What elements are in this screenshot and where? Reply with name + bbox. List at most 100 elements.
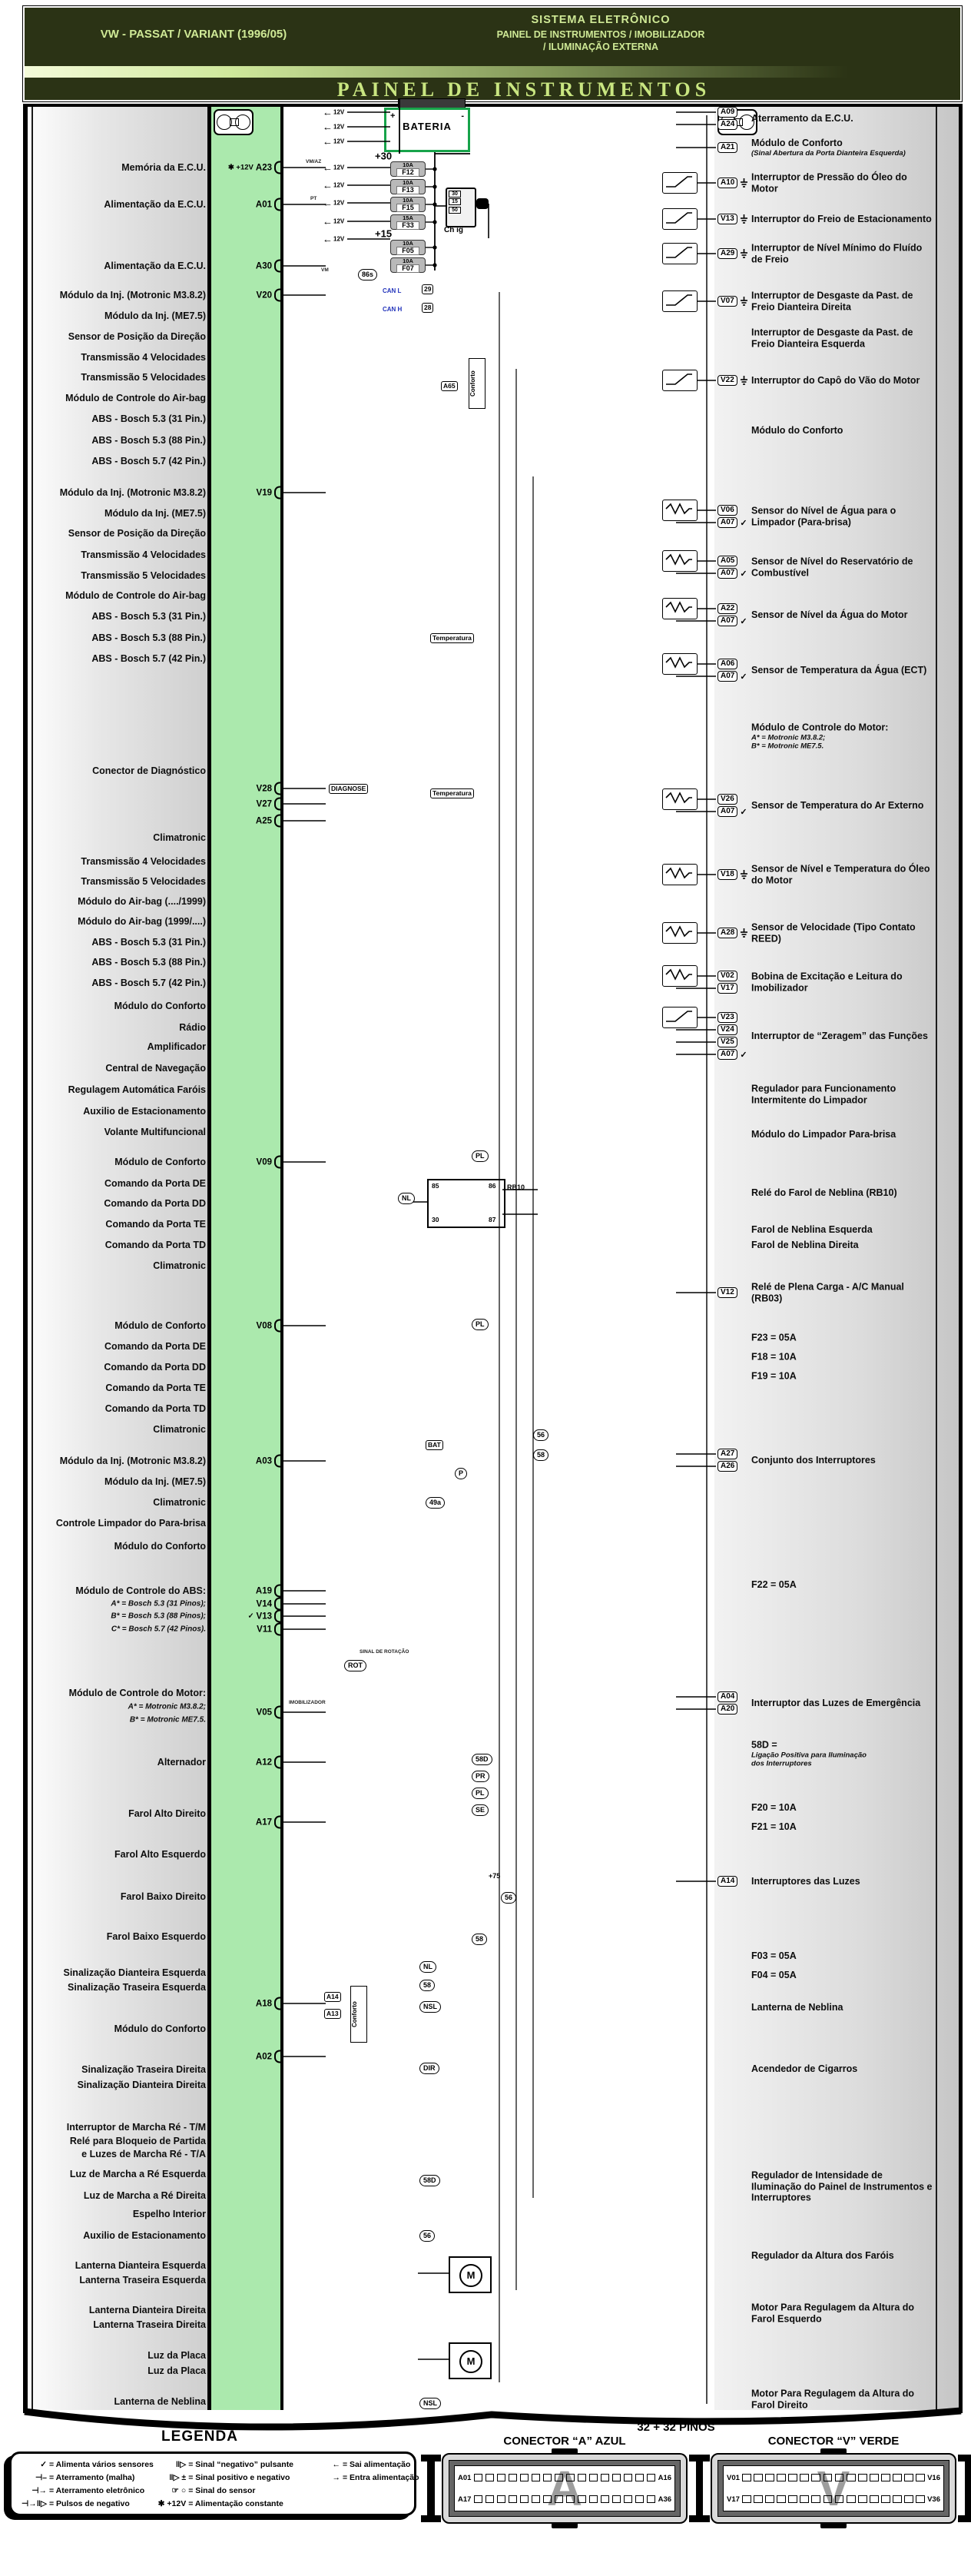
left-label: Comando da Porta TD (104, 1240, 206, 1250)
pin-row-end-label: A36 (658, 2495, 672, 2504)
connector-pin (635, 2474, 645, 2481)
left-label: Lanterna Dianteira Direita (88, 2305, 206, 2315)
connector-socket-icon (274, 1622, 280, 1636)
right-label: Sensor de Temperatura do Ar Externo (751, 800, 934, 812)
left-code-text: V05 (256, 1708, 272, 1717)
legend-text: = Aterramento (malha) (49, 2473, 135, 2482)
right-label: Interruptor de “Zeragem” das Funções (751, 1031, 934, 1042)
wire-tag: 56 (419, 2230, 436, 2242)
wire-color-label: VM/AZ (306, 159, 322, 164)
power-out-arrow: ←12V (323, 216, 344, 226)
left-label: ABS - Bosch 5.7 (42 Pin.) (91, 456, 206, 466)
page-title: PAINEL DE INSTRUMENTOS (336, 78, 711, 101)
sensor-symbol (662, 653, 698, 675)
connector-pin (508, 2495, 518, 2503)
connector-pin (800, 2495, 810, 2503)
right-label-text: Sensor de Temperatura da Água (ECT) (751, 664, 927, 676)
headlight-motor: M (449, 2342, 492, 2379)
right-label-text: Interruptor de Desgaste da Past. de Frei… (751, 290, 913, 313)
fuse-rating: 10A (403, 197, 413, 204)
left-code-text: V13 (256, 1612, 272, 1621)
right-label: Farol de Neblina Direita (751, 1240, 934, 1251)
connector-socket-icon (274, 1597, 280, 1611)
pin-row-start-label: V01 (727, 2473, 740, 2482)
right-label: Interruptor das Luzes de Emergência (751, 1698, 934, 1709)
battery-plus: + (390, 111, 396, 121)
right-label: Módulo do Limpador Para-brisa (751, 1129, 934, 1140)
left-label: Módulo da Inj. (ME7.5) (104, 508, 206, 519)
fuse-name: F12 (396, 168, 419, 177)
right-label: Módulo do Conforto (751, 425, 934, 437)
power-out-arrow: ←12V (323, 162, 344, 172)
left-label: ABS - Bosch 5.3 (31 Pin.) (91, 413, 206, 424)
left-label: Auxilio de Estacionamento (83, 2230, 206, 2241)
switch-symbol (662, 208, 698, 230)
right-label: Sensor de Nível do Reservatório de Combu… (751, 556, 934, 579)
connector-letter: V (817, 2465, 850, 2511)
right-label-text: F22 = 05A (751, 1578, 797, 1590)
pin-row: A17 A36 (458, 2494, 671, 2505)
connector-v-title: CONECTOR “V” VERDE (767, 2435, 900, 2448)
instrument-cluster-icon (214, 109, 254, 135)
right-label-text: Interruptor do Freio de Estacionamento (751, 213, 932, 224)
right-code-chip: A29 (717, 248, 748, 259)
connector-socket-icon (274, 1319, 280, 1333)
connector-pin (588, 2474, 598, 2481)
legend-item: ‖▷ ±= Sinal positivo e negativo (155, 2471, 310, 2485)
connector-pin (800, 2474, 810, 2481)
right-code-text: A21 (717, 142, 738, 153)
right-code-text: V26 (717, 794, 737, 805)
switch-symbol (662, 172, 698, 194)
connector-pin (473, 2474, 483, 2481)
right-code-text: A29 (717, 248, 738, 259)
right-label-text: Regulador para Funcionamento Intermitent… (751, 1083, 896, 1106)
connector-socket-icon (274, 288, 280, 302)
left-label: Módulo de Controle do Motor: (68, 1688, 206, 1698)
connector-pin (473, 2495, 483, 2503)
left-label: Módulo do Air-bag (..../1999) (78, 896, 206, 907)
fuse-rating: 10A (403, 179, 413, 186)
switch-symbol (662, 290, 698, 312)
left-label: ABS - Bosch 5.3 (31 Pin.) (91, 937, 206, 948)
power-out-arrow: ←12V (323, 107, 344, 117)
pin-row-start-label: A17 (458, 2495, 472, 2504)
right-label: Sensor de Nível da Água do Motor (751, 609, 934, 621)
connector-pin (811, 2474, 821, 2481)
fuse-rating: 15A (403, 214, 413, 221)
left-code-chip: V20 (257, 288, 280, 302)
connector-pin (519, 2474, 529, 2481)
right-label-text: Interruptor das Luzes de Emergência (751, 1697, 921, 1708)
gauge-icon (235, 115, 250, 130)
connector-pin (823, 2495, 833, 2503)
left-code-text: V28 (256, 784, 272, 793)
right-code-chip: V06 (717, 505, 737, 516)
right-code-chip: A04 (717, 1691, 738, 1702)
constant-power-icon: ✱ +12V (227, 163, 254, 172)
connector-pin (903, 2495, 913, 2503)
connector-pin (857, 2474, 867, 2481)
connector-pin (903, 2474, 913, 2481)
connector-clip (820, 2448, 847, 2455)
right-label: F22 = 05A (751, 1579, 934, 1591)
header-system-block: SISTEMA ELETRÔNICO PAINEL DE INSTRUMENTO… (386, 14, 816, 53)
connector-socket-icon (274, 1755, 280, 1769)
left-label: Interruptor de Marcha Ré - T/M (66, 2122, 206, 2133)
connector-pin (588, 2495, 598, 2503)
right-code-chip: V07 (717, 296, 748, 307)
power-out-arrow: ←12V (323, 198, 344, 207)
power-label: 12V (333, 123, 345, 131)
connector-pin (857, 2495, 867, 2503)
left-label: e Luzes de Marcha Ré - T/A (81, 2149, 206, 2159)
connector-pin (788, 2474, 798, 2481)
left-label: Farol Alto Direito (128, 1808, 206, 1819)
left-label: Regulagem Automática Faróis (68, 1084, 206, 1095)
legend-symbol: ‖▷ (175, 2460, 187, 2469)
pin-row-end-label: V36 (927, 2495, 940, 2504)
